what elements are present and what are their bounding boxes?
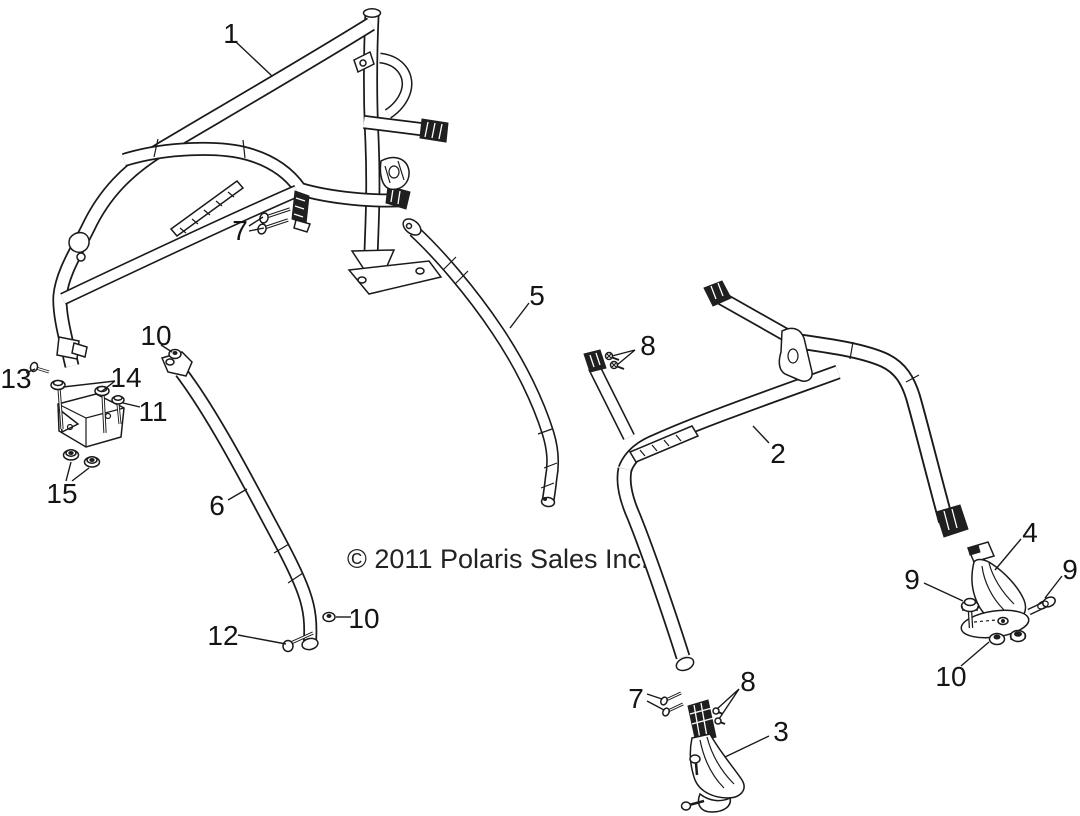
callout-6: 6 — [209, 490, 225, 521]
latch-bracket — [291, 190, 311, 233]
callout-11: 11 — [138, 396, 167, 427]
junction-gusset — [778, 327, 813, 382]
nuts-10-lower-right — [988, 629, 1027, 646]
pillar-clamp — [56, 336, 88, 360]
right-leg-insert — [935, 504, 969, 538]
post-mid-bracket — [379, 156, 410, 191]
part-3-mount-bracket — [680, 699, 745, 813]
callout-12: 12 — [207, 620, 238, 651]
callout-10-upper: 10 — [140, 320, 171, 351]
part-2-rear-frame — [583, 280, 969, 672]
elbow-brace-plate — [628, 425, 700, 463]
pins-7-lower — [660, 691, 684, 717]
nuts-15 — [62, 449, 101, 468]
part-4-mount-bracket — [960, 541, 1030, 639]
left-stub-cap — [583, 349, 607, 373]
lower-mount-bracket — [57, 393, 125, 448]
door-hook-hardware — [68, 231, 90, 262]
door-strip — [169, 179, 245, 238]
callout-9-right: 9 — [1062, 554, 1078, 585]
callout-15: 15 — [46, 478, 77, 509]
callout-13: 13 — [0, 363, 31, 394]
callout-labels: 1 7 10 13 14 11 15 6 12 10 5 8 2 7 8 3 4… — [0, 18, 1077, 747]
callout-8-lower: 8 — [740, 666, 756, 697]
callout-10-middle: 10 — [348, 603, 379, 634]
callout-1: 1 — [223, 18, 239, 49]
callout-5: 5 — [529, 280, 545, 311]
bolt-13 — [29, 361, 50, 374]
callout-14: 14 — [110, 362, 141, 393]
bolt-9-right — [1027, 596, 1056, 616]
part-6-brace-tube — [160, 351, 319, 651]
callout-2: 2 — [770, 438, 786, 469]
leader-lines — [25, 41, 1063, 758]
bolt-11 — [111, 395, 125, 425]
callout-3: 3 — [773, 716, 789, 747]
callout-7-upper: 7 — [232, 215, 248, 246]
post-top-tab — [353, 50, 375, 74]
bolt-9-left — [960, 597, 980, 629]
post-gusset-foot — [347, 249, 443, 295]
part-1-cab-frame — [52, 8, 449, 448]
callout-10-lower: 10 — [935, 661, 966, 692]
part-5-brace-tube — [402, 218, 560, 508]
bracket-screw-mid — [689, 754, 701, 776]
nut-10-middle — [322, 611, 336, 623]
screws-8-lower — [712, 707, 726, 725]
bracket-screw-bottom — [680, 799, 705, 811]
front-stub-cap — [703, 280, 732, 307]
bolts-7-upper — [257, 207, 291, 235]
stub-end-cap — [419, 118, 449, 143]
screws-8-upper — [604, 351, 625, 370]
copyright-notice: © 2011 Polaris Sales Inc. — [347, 544, 649, 574]
dash-end-cap — [385, 185, 411, 210]
callout-8-upper: 8 — [640, 330, 656, 361]
callout-4: 4 — [1022, 517, 1038, 548]
callout-9-left: 9 — [904, 564, 920, 595]
callout-7-lower: 7 — [628, 683, 644, 714]
